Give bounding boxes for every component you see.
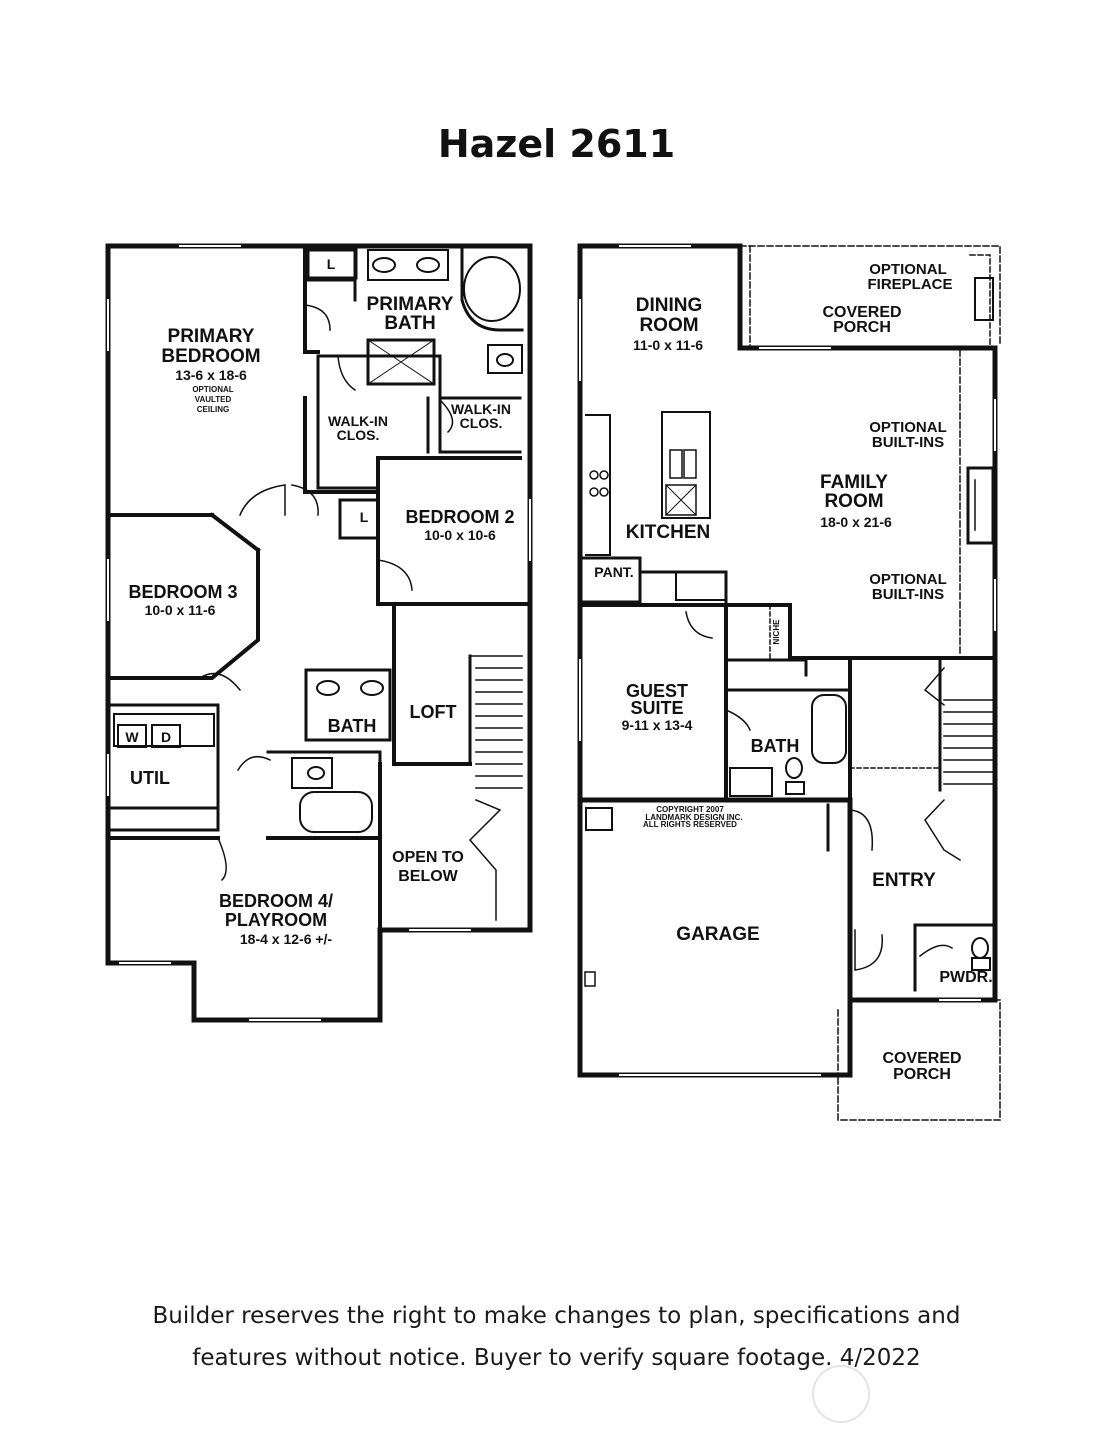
- bedroom-4-label-2: PLAYROOM: [225, 910, 327, 930]
- upper-bath-label: BATH: [328, 716, 377, 736]
- copyright-line-1: COPYRIGHT 2007: [656, 805, 724, 814]
- rear-covered-porch-label: COVERED: [822, 304, 901, 321]
- main-floor-labels: DINING ROOM 11-0 x 11-6 OPTIONAL FIREPLA…: [594, 261, 992, 1083]
- bedroom-3-label: BEDROOM 3: [128, 582, 237, 602]
- open-to-below-label-2: BELOW: [398, 868, 458, 885]
- washer-label: W: [125, 729, 139, 745]
- rear-covered-porch-label-2: PORCH: [833, 319, 891, 336]
- guest-suite-label: GUEST: [626, 681, 688, 701]
- upper-floor-walls: [105, 243, 533, 1023]
- main-floor-walls: [577, 243, 1001, 1121]
- walk-in-closet-1-label: WALK-IN: [328, 413, 388, 429]
- primary-bath-label-2: BATH: [384, 313, 435, 334]
- optional-built-ins-1-label-2: BUILT-INS: [872, 434, 944, 451]
- vaulted-ceiling-note-3: CEILING: [197, 405, 229, 414]
- family-room-label: FAMILY: [820, 472, 888, 493]
- entry-label: ENTRY: [872, 870, 936, 891]
- copyright-line-2: LANDMARK DESIGN INC.: [645, 813, 742, 822]
- guest-suite-dimensions: 9-11 x 13-4: [622, 717, 693, 733]
- copyright-line-3: ALL RIGHTS RESERVED: [643, 820, 737, 829]
- disclaimer-line-2: features without notice. Buyer to verify…: [192, 1345, 921, 1371]
- linen-closet-2-label: L: [360, 509, 369, 525]
- dining-room-label: DINING: [636, 295, 703, 316]
- powder-room-label: PWDR.: [939, 969, 992, 986]
- disclaimer-line-1: Builder reserves the right to make chang…: [152, 1303, 961, 1329]
- pantry-label: PANT.: [594, 564, 633, 580]
- niche-label: NICHE: [772, 619, 781, 645]
- page-title: Hazel 2611: [437, 122, 676, 166]
- watermark-logo: [812, 1365, 870, 1423]
- dining-room-dimensions: 11-0 x 11-6: [633, 337, 703, 353]
- bedroom-3-dimensions: 10-0 x 11-6: [145, 602, 216, 618]
- loft-label: LOFT: [410, 702, 457, 722]
- optional-built-ins-2-label-2: BUILT-INS: [872, 586, 944, 603]
- kitchen-label: KITCHEN: [626, 522, 710, 543]
- linen-closet-1-label: L: [327, 256, 336, 272]
- vaulted-ceiling-note-2: VAULTED: [195, 395, 232, 404]
- bedroom-4-dimensions: 18-4 x 12-6 +/-: [240, 931, 333, 947]
- walk-in-closet-1-label-2: CLOS.: [337, 427, 380, 443]
- front-covered-porch-label-2: PORCH: [893, 1066, 951, 1083]
- primary-bath-label: PRIMARY: [367, 294, 454, 315]
- vaulted-ceiling-note: OPTIONAL: [192, 385, 233, 394]
- bedroom-2-label: BEDROOM 2: [405, 507, 514, 527]
- dining-room-label-2: ROOM: [639, 315, 698, 336]
- guest-suite-label-2: SUITE: [630, 698, 683, 718]
- optional-fireplace-label: OPTIONAL: [869, 261, 947, 278]
- garage-label: GARAGE: [676, 924, 759, 945]
- walk-in-closet-2-label: WALK-IN: [451, 401, 511, 417]
- primary-bedroom-label: PRIMARY: [168, 326, 255, 347]
- dryer-label: D: [161, 729, 171, 745]
- front-covered-porch-label: COVERED: [882, 1050, 961, 1067]
- primary-bedroom-label-2: BEDROOM: [161, 346, 260, 367]
- optional-fireplace-label-2: FIREPLACE: [867, 276, 952, 293]
- optional-built-ins-2-label: OPTIONAL: [869, 571, 947, 588]
- bedroom-2-dimensions: 10-0 x 10-6: [424, 527, 496, 543]
- open-to-below-label: OPEN TO: [392, 849, 464, 866]
- util-label: UTIL: [130, 768, 170, 788]
- upper-floor-labels: PRIMARY BEDROOM 13-6 x 18-6 OPTIONAL VAU…: [125, 256, 514, 947]
- optional-built-ins-1-label: OPTIONAL: [869, 419, 947, 436]
- family-room-label-2: ROOM: [824, 491, 883, 512]
- family-room-dimensions: 18-0 x 21-6: [820, 514, 892, 530]
- primary-bedroom-dimensions: 13-6 x 18-6: [175, 367, 247, 383]
- bedroom-4-label: BEDROOM 4/: [219, 891, 333, 911]
- main-bath-label: BATH: [751, 736, 800, 756]
- walk-in-closet-2-label-2: CLOS.: [460, 415, 503, 431]
